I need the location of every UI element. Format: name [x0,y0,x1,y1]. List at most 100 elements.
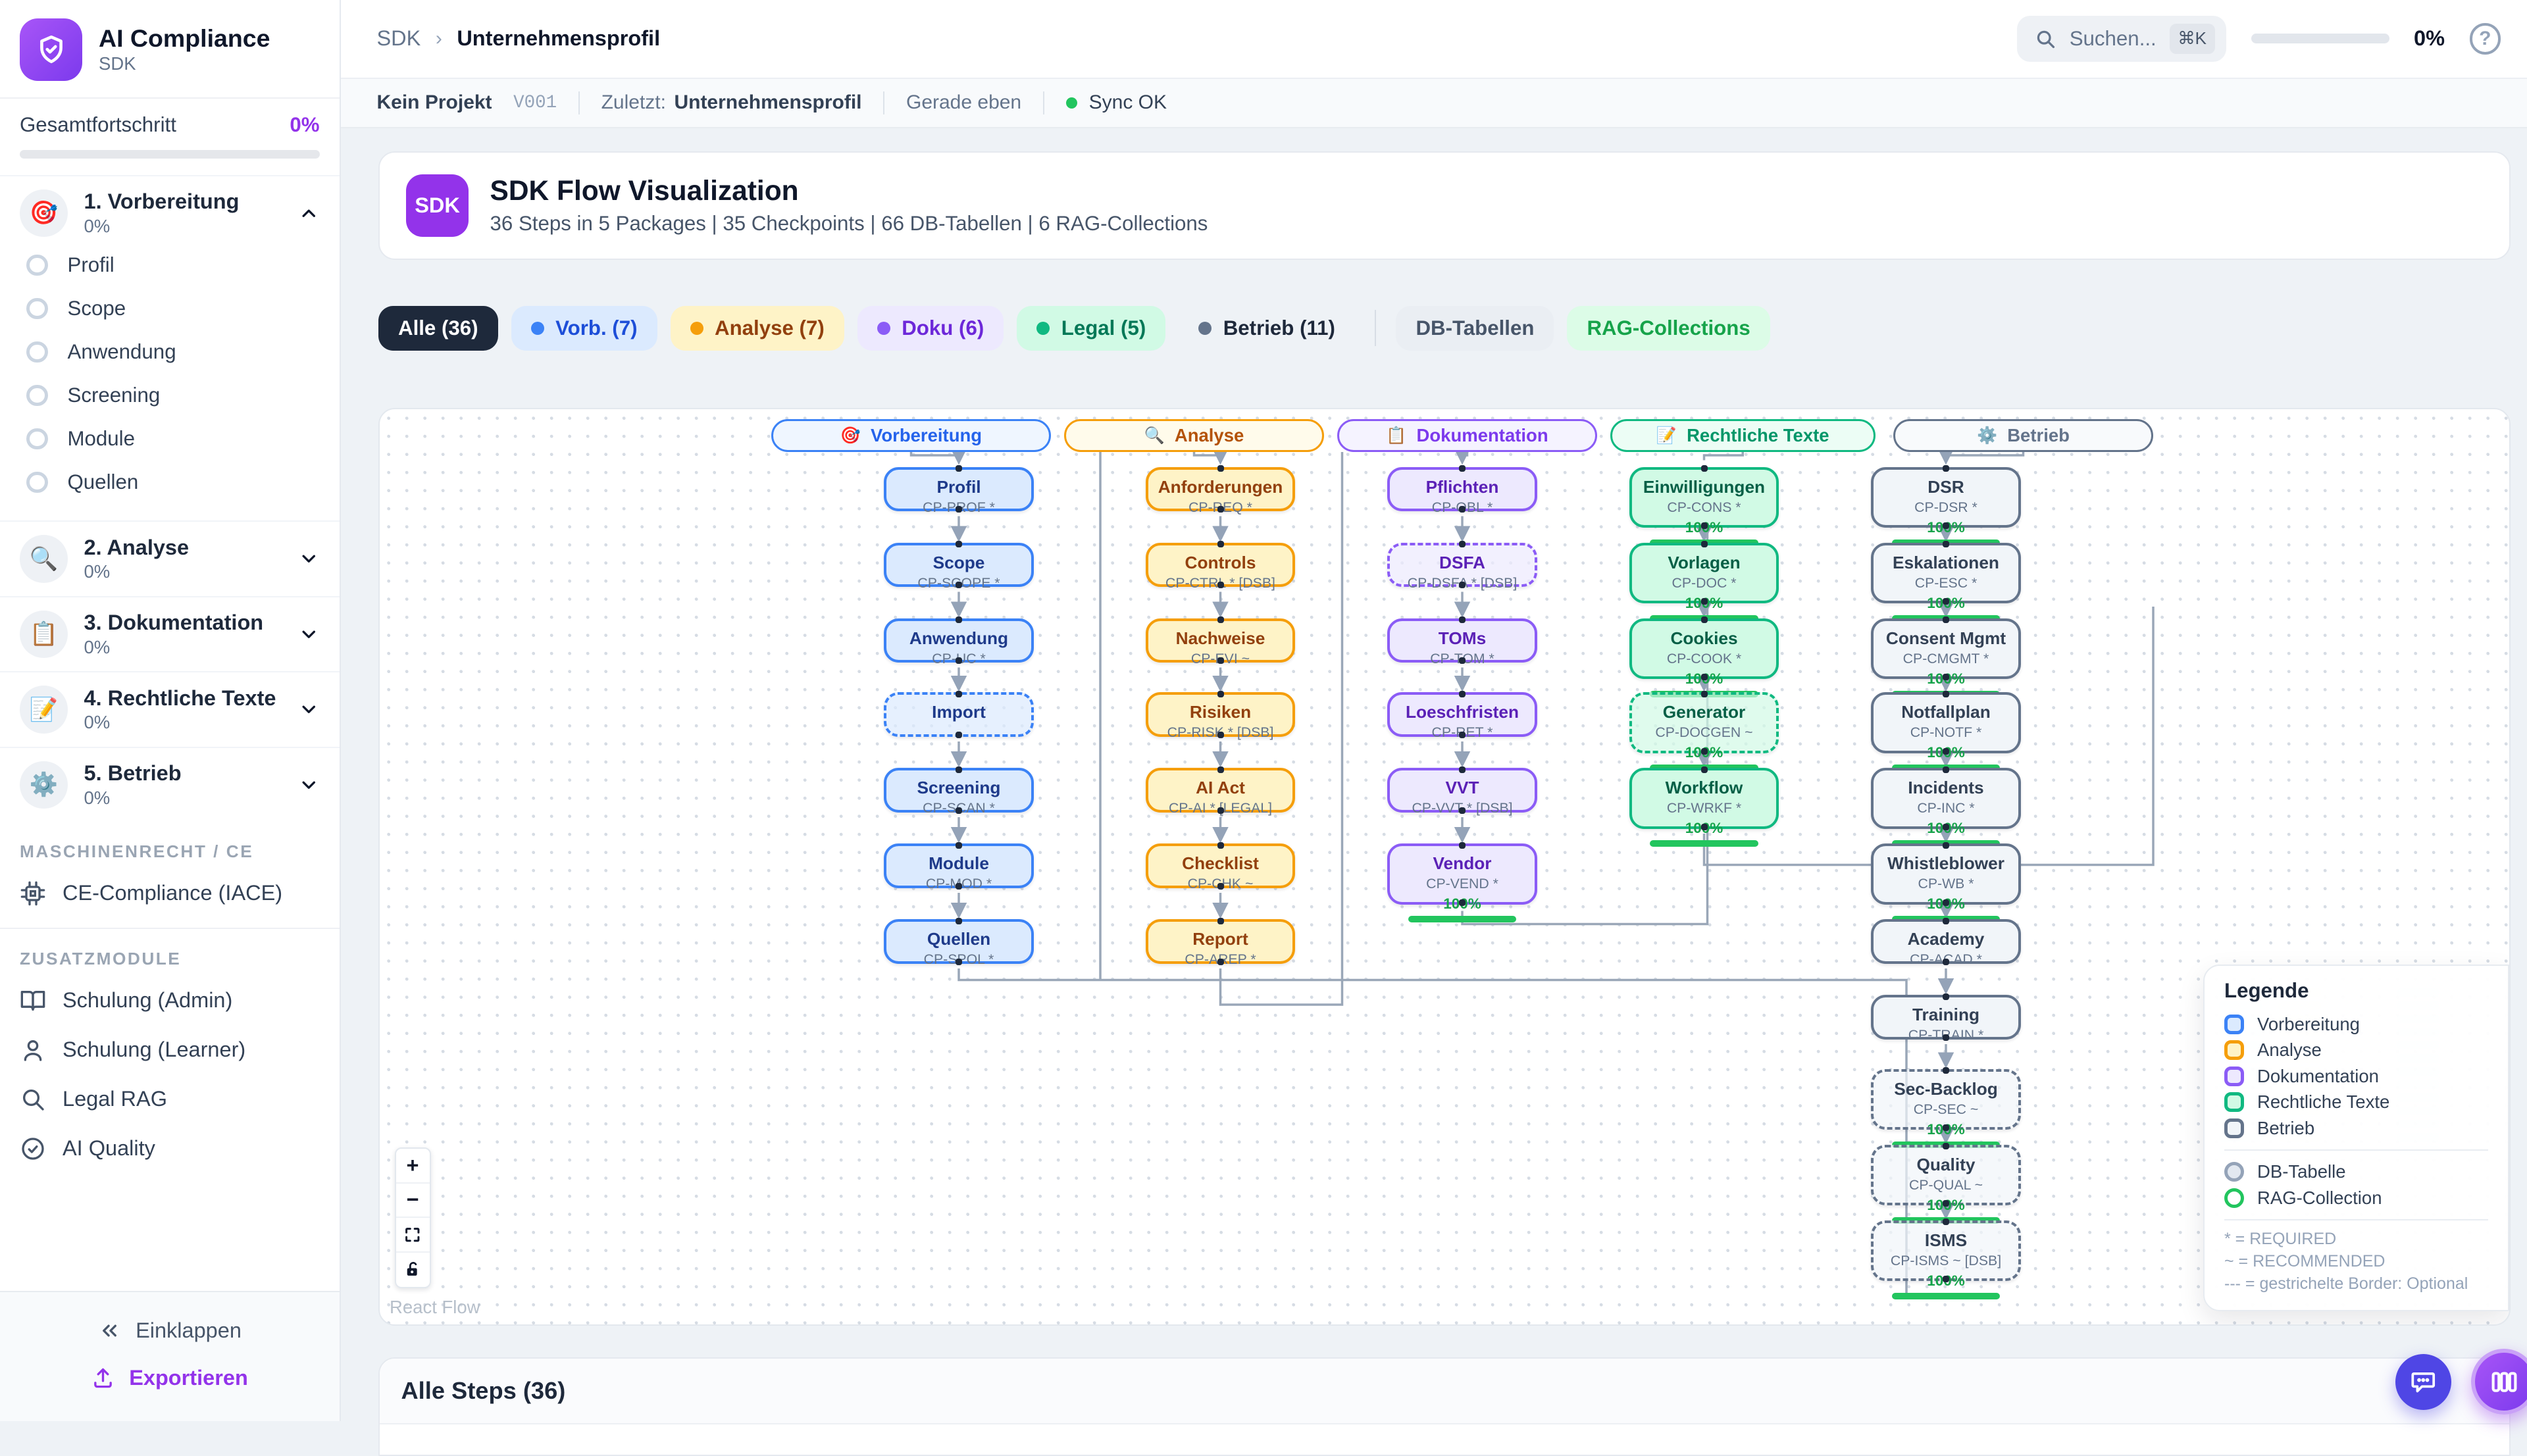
sidebar-step-profil[interactable]: Profil [20,243,320,287]
phase-icon: 📋 [20,611,68,659]
legend-swatch [2224,1040,2244,1060]
sidebar-step-module[interactable]: Module [20,417,320,461]
sidebar-item-legal-rag[interactable]: Legal RAG [0,1074,340,1124]
node-code: CP-ISMS ~ [DSB] [1880,1253,2012,1269]
package-header-betrieb[interactable]: ⚙️Betrieb [1893,419,2153,452]
legend-row-legal: Rechtliche Texte [2224,1089,2488,1115]
flow-node-import[interactable]: Import [884,692,1034,737]
filter-chip-betrieb[interactable]: Betrieb (11) [1179,306,1355,351]
package-header-doku[interactable]: 📋Dokumentation [1337,419,1597,452]
node-progress-bar [1892,1293,2001,1299]
help-icon[interactable]: ? [2470,23,2501,55]
export-button[interactable]: Exportieren [0,1354,340,1401]
sidebar-item-schulung-admin[interactable]: Schulung (Admin) [0,976,340,1025]
filter-chip-legal[interactable]: Legal (5) [1017,306,1165,351]
legend-label: Rechtliche Texte [2257,1092,2389,1113]
node-title: Profil [893,476,1025,498]
package-header-analyse[interactable]: 🔍Analyse [1064,419,1324,452]
node-code: CP-SCOPE * [893,575,1025,591]
filter-dot [1198,322,1212,335]
chat-fab-button[interactable] [2395,1354,2451,1410]
filter-chip-db[interactable]: DB-Tabellen [1396,306,1554,351]
legend-note-recommended: ~ = RECOMMENDED [2224,1251,2488,1273]
divider [2224,1149,2488,1151]
sidebar-step-quellen[interactable]: Quellen [20,461,320,504]
sidebar-step-anwendung[interactable]: Anwendung [20,330,320,374]
cpu-icon [20,880,46,907]
collapse-sidebar-button[interactable]: Einklappen [0,1307,340,1354]
fit-view-button[interactable] [396,1218,430,1253]
sidebar-item-ce-compliance[interactable]: CE-Compliance (IACE) [0,868,340,918]
lock-button[interactable] [396,1253,430,1288]
sidebar-item-schulung-learner[interactable]: Schulung (Learner) [0,1025,340,1074]
sdk-badge: SDK [406,174,469,237]
node-title: Academy [1880,928,2012,950]
node-title: Quality [1880,1154,2012,1176]
package-label: Vorbereitung [871,425,982,446]
filter-chip-doku[interactable]: Doku (6) [857,306,1004,351]
sidebar-step-scope[interactable]: Scope [20,287,320,330]
zoom-in-button[interactable]: + [396,1149,430,1184]
book-open-icon [20,988,46,1014]
sidebar-item-label: CE-Compliance (IACE) [63,881,282,905]
version-badge: V001 [513,93,557,113]
reactflow-attribution[interactable]: React Flow [390,1297,480,1318]
package-header-legal[interactable]: 📝Rechtliche Texte [1610,419,1876,452]
phase-vorbereitung-header[interactable]: 🎯 1. Vorbereitung 0% [20,189,320,238]
zoom-out-button[interactable]: − [396,1184,430,1218]
breadcrumb-sdk[interactable]: SDK [377,26,421,51]
filter-label: DB-Tabellen [1416,316,1534,340]
filter-chip-rag[interactable]: RAG-Collections [1567,306,1770,351]
filter-chip-analyse[interactable]: Analyse (7) [671,306,844,351]
filter-chip-alle[interactable]: Alle (36) [378,306,498,351]
legend-note-optional: --- = gestrichelte Border: Optional [2224,1273,2488,1295]
filter-chip-vorb[interactable]: Vorb. (7) [511,306,657,351]
sidebar-step-screening[interactable]: Screening [20,374,320,417]
sidebar-item-ai-quality[interactable]: AI Quality [0,1124,340,1173]
sync-status: Sync OK [1089,91,1167,114]
package-header-prep[interactable]: 🎯Vorbereitung [771,419,1051,452]
search-input[interactable]: Suchen... ⌘K [2017,16,2226,62]
